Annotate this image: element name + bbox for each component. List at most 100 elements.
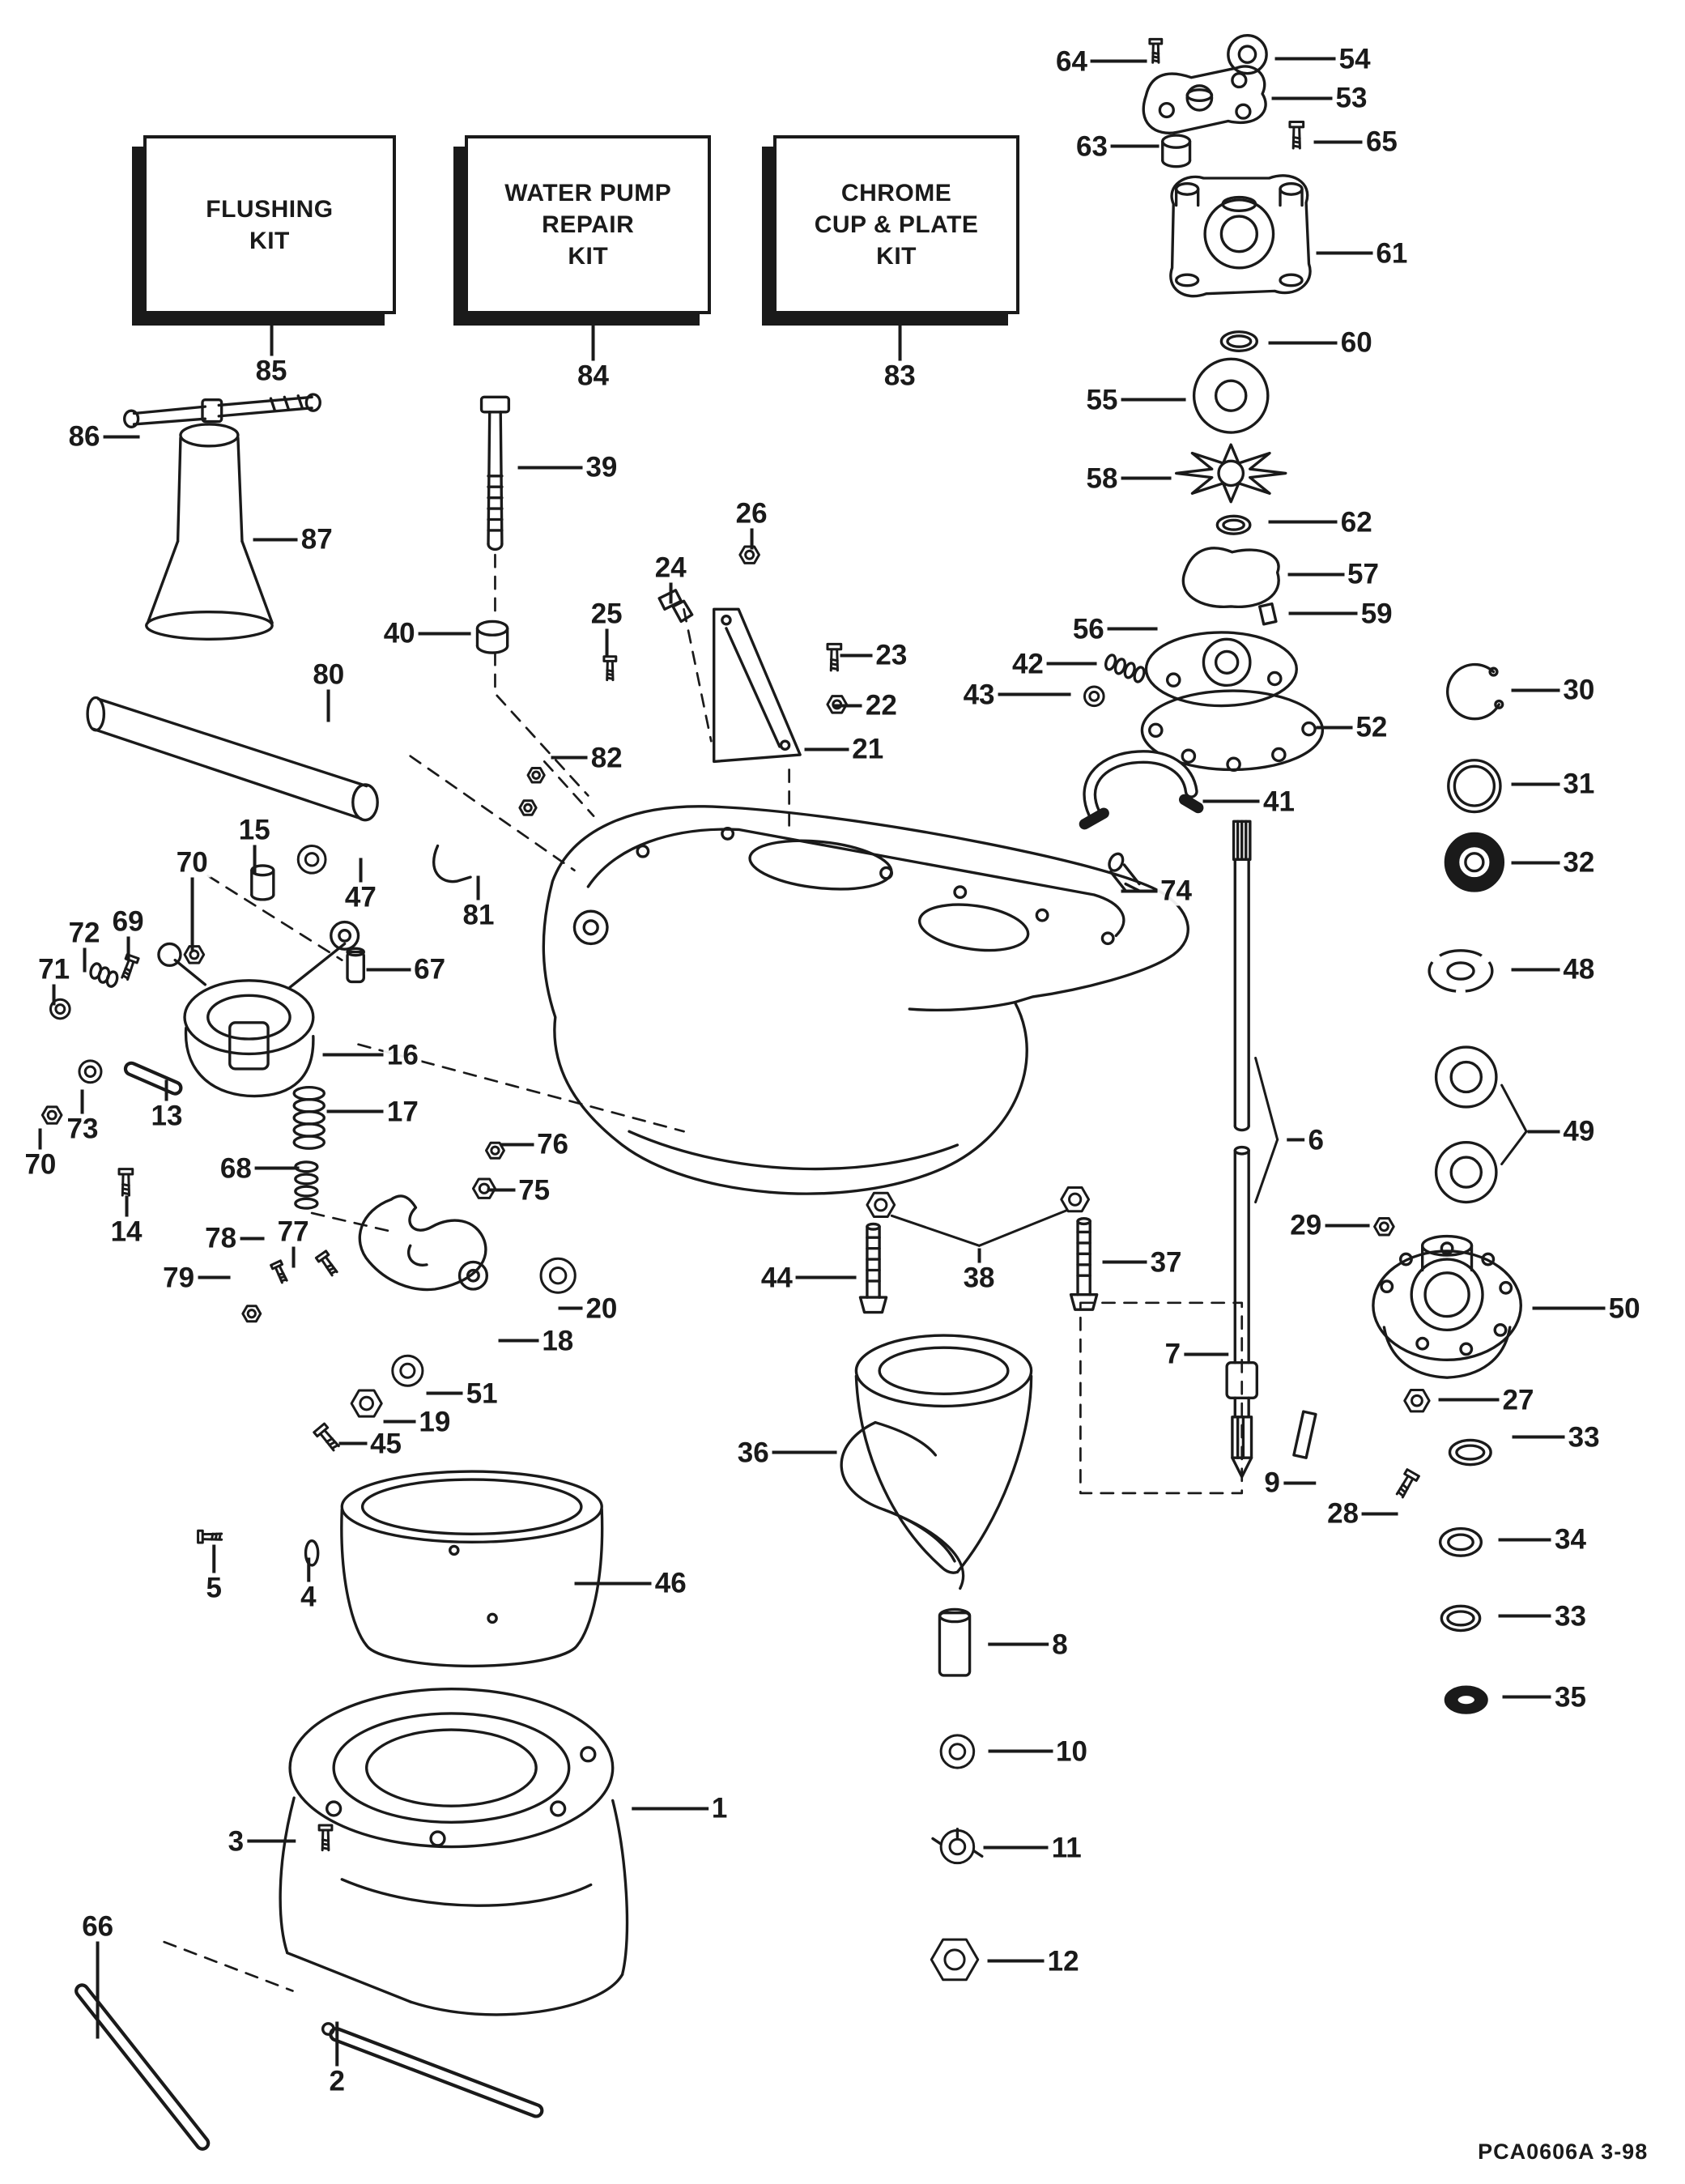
leader-line [1316, 251, 1373, 255]
callout-number: 78 [202, 1223, 240, 1254]
callout-37: 37 [1102, 1247, 1185, 1278]
leader-line [1313, 140, 1363, 144]
callout-23: 23 [840, 640, 911, 671]
leader-line [1511, 968, 1560, 972]
callout-number: 22 [862, 690, 900, 721]
callout-number: 81 [459, 900, 498, 930]
leader-line [669, 582, 673, 604]
leader-line [52, 984, 56, 1006]
callout-83: 83 [880, 320, 919, 391]
leader-line [80, 1089, 84, 1114]
callout-number: 6 [1304, 1125, 1327, 1156]
leader-line [898, 320, 902, 361]
callout-number: 5 [202, 1573, 226, 1603]
flushing-kit-label: FLUSHING KIT [206, 195, 334, 254]
callout-26: 26 [732, 498, 771, 550]
leader-line [574, 1582, 652, 1586]
callout-62: 62 [1268, 507, 1376, 538]
leader-line [1511, 782, 1560, 786]
leader-line [1090, 59, 1147, 63]
callout-73: 73 [63, 1089, 102, 1144]
leader-line [1121, 398, 1186, 402]
callout-number: 10 [1053, 1736, 1091, 1767]
callout-number: 60 [1337, 327, 1376, 358]
callout-57: 57 [1287, 559, 1382, 590]
callout-number: 85 [252, 355, 291, 386]
callout-number: 77 [274, 1216, 313, 1247]
leader-line [103, 435, 140, 439]
leader-line [551, 756, 588, 760]
callout-number: 43 [960, 679, 998, 710]
leader-line [212, 1544, 216, 1573]
callout-61: 61 [1316, 238, 1411, 269]
callout-3: 3 [224, 1826, 296, 1857]
callout-19: 19 [383, 1407, 454, 1437]
callout-70: 70 [21, 1128, 60, 1179]
callout-52: 52 [1316, 712, 1391, 743]
callout-number: 9 [1261, 1467, 1283, 1498]
leader-line [83, 947, 87, 973]
callout-number: 48 [1559, 954, 1598, 985]
leader-line [1362, 1512, 1399, 1516]
leader-line [1511, 861, 1560, 865]
leader-line [631, 1807, 708, 1811]
anode-fin [713, 607, 802, 764]
callout-53: 53 [1271, 83, 1371, 113]
leader-line [517, 466, 583, 470]
callout-44: 44 [757, 1262, 857, 1293]
callout-5: 5 [202, 1544, 226, 1603]
clamp-24 [657, 589, 694, 624]
leader-line [833, 704, 862, 708]
callout-50: 50 [1532, 1293, 1644, 1323]
callout-number: 72 [65, 917, 104, 948]
water-pump-repair-kit-label: WATER PUMP REPAIR KIT [504, 180, 672, 270]
leader-line [253, 845, 257, 874]
callout-number: 16 [383, 1040, 422, 1071]
callout-number: 70 [172, 847, 211, 878]
leader-line [383, 1420, 416, 1424]
part-code: PCA0606A 3-98 [1478, 2139, 1649, 2164]
callout-24: 24 [651, 552, 690, 604]
jet-impeller [840, 1334, 1033, 1590]
callout-15: 15 [235, 815, 274, 874]
callout-number: 2 [326, 2066, 348, 2097]
callout-number: 56 [1069, 614, 1108, 645]
callout-55: 55 [1083, 385, 1186, 415]
callout-number: 18 [538, 1326, 577, 1356]
shift-rods [74, 1983, 544, 2151]
leader-line [591, 320, 595, 361]
leader-line [487, 1188, 516, 1192]
callout-78: 78 [202, 1223, 265, 1254]
callout-number: 30 [1559, 675, 1598, 705]
leader-line [240, 1237, 265, 1241]
callout-number: 31 [1559, 768, 1598, 799]
callout-82: 82 [551, 743, 626, 773]
leader-line [322, 1053, 384, 1057]
callout-42: 42 [1008, 649, 1097, 679]
leader-line [498, 1339, 539, 1343]
callout-number: 19 [415, 1407, 454, 1437]
callout-47: 47 [341, 858, 380, 913]
callout-85: 85 [252, 315, 291, 386]
callout-number: 24 [651, 552, 690, 583]
callout-number: 46 [651, 1568, 690, 1599]
leader-line [338, 1441, 368, 1445]
callout-38: 38 [960, 1248, 998, 1293]
leader-line [291, 1246, 296, 1268]
leader-line [418, 632, 471, 636]
callout-number: 86 [65, 421, 104, 452]
callout-number: 50 [1605, 1293, 1644, 1323]
callout-number: 51 [462, 1378, 501, 1409]
callout-6: 6 [1287, 1125, 1327, 1156]
callout-28: 28 [1324, 1498, 1399, 1529]
leader-line [1107, 627, 1158, 631]
intake-housing [279, 1688, 629, 2016]
callout-76: 76 [500, 1129, 572, 1160]
leader-line [1046, 662, 1097, 666]
mounting-bolts [858, 1216, 1099, 1314]
callout-56: 56 [1069, 614, 1158, 645]
callout-69: 69 [109, 906, 147, 961]
callout-number: 64 [1053, 46, 1091, 77]
callout-number: 79 [160, 1262, 198, 1293]
